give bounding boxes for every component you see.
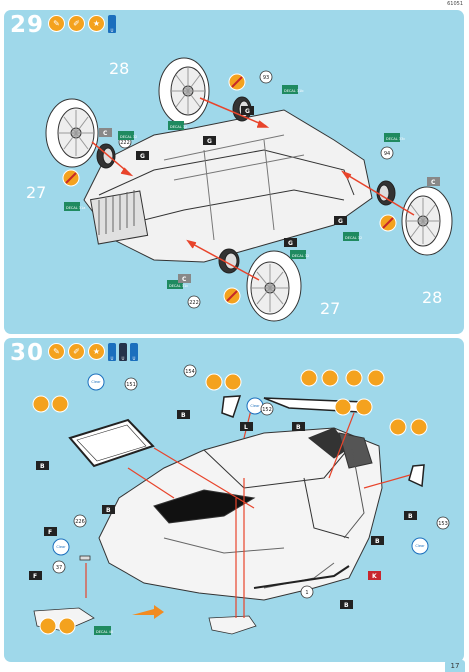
part-222: 222 — [120, 140, 130, 146]
page-number: 17 — [445, 660, 465, 672]
decal: DECAL 32 — [120, 135, 137, 139]
letter-l: L — [244, 424, 248, 431]
decal: DECAL 33c — [386, 137, 405, 141]
assembly-arrows — [91, 97, 415, 281]
paint-code: U — [132, 356, 136, 361]
label-27: 27 — [320, 299, 340, 318]
clear-label: Clear — [56, 545, 66, 549]
letter-g: G — [140, 153, 145, 160]
part-226: 226 — [75, 519, 85, 525]
step-number: 29 — [10, 12, 45, 38]
part-154: 154 — [185, 369, 195, 375]
decal: DECAL 32 — [292, 254, 309, 258]
clear-label: Clear — [250, 404, 260, 408]
part-circle-labels: 93 222 94 222 — [120, 75, 390, 306]
decal: DECAL 31b — [284, 89, 304, 93]
label-27: 27 — [26, 183, 46, 202]
letter-k: K — [372, 573, 377, 580]
letter-tags: B B L B B B B B F F K — [29, 410, 417, 609]
paint-code: U — [110, 356, 114, 361]
letter-f: F — [33, 573, 37, 580]
letter-b: B — [344, 602, 349, 609]
wheel-27-left — [45, 98, 99, 168]
clear-label: Clear — [91, 380, 101, 384]
letter-b: B — [181, 412, 186, 419]
star-icon: ★ — [88, 343, 105, 360]
paint-pot-icon: U — [130, 343, 138, 361]
decal-tags: DECAL 31b DECAL 32 DECAL 32 DECAL 33c DE… — [64, 85, 405, 289]
glue-icon: ✎ — [48, 343, 65, 360]
step-29-icons: ✎ ✐ ★ U — [48, 15, 116, 33]
star-icon: ★ — [88, 15, 105, 32]
letter-f: F — [48, 529, 52, 536]
part-circles — [52, 364, 450, 599]
part-153: 153 — [438, 521, 448, 527]
label-28: 28 — [109, 59, 129, 78]
decal: DECAL 32 — [170, 125, 187, 129]
chassis — [83, 109, 373, 263]
label-28: 28 — [422, 288, 442, 307]
brush-icon: ✐ — [68, 15, 85, 32]
glue-icon: ✎ — [48, 15, 65, 32]
paint-pot-icon: U — [108, 343, 116, 361]
paint-code: U — [121, 356, 125, 361]
letter-c: C — [103, 130, 108, 137]
part-1: 1 — [305, 590, 308, 596]
letter-g: G — [207, 138, 212, 145]
decal: DECAL 32 — [345, 236, 362, 240]
part-151: 151 — [126, 382, 136, 388]
paint-pot-icon: U — [108, 15, 116, 33]
clear-label: Clear — [415, 544, 425, 548]
step-29-panel: 29 ✎ ✐ ★ U — [4, 10, 464, 334]
letter-b: B — [375, 538, 380, 545]
quarter-window-left — [221, 395, 242, 418]
decal: DECAL 31c — [169, 284, 188, 288]
step-29-illustration: 93 222 94 222 28 27 27 28 DECAL 31b DECA… — [26, 57, 453, 322]
car-body — [98, 427, 383, 601]
clear-icons — [52, 373, 429, 556]
assembly-arrows — [85, 397, 411, 618]
letter-g: G — [338, 218, 343, 225]
part-circle-labels: 151 154 152 153 226 37 1 — [56, 369, 448, 596]
wheel-28-top — [158, 57, 210, 125]
letter-c: C — [182, 276, 187, 283]
paint-pot-icon: U — [119, 343, 127, 361]
letter-c: C — [431, 179, 436, 186]
cut-icons — [62, 73, 397, 305]
part-222: 222 — [189, 300, 199, 306]
windshield — [68, 418, 155, 468]
decal-tag — [94, 626, 111, 635]
wheel-28-right — [401, 186, 453, 256]
glue-icons — [32, 369, 428, 635]
step-number: 30 — [10, 340, 45, 366]
part-93: 93 — [263, 75, 269, 81]
step-30-illustration: Clear Clear Clear Clear 151 154 152 153 … — [29, 364, 450, 635]
part-94: 94 — [384, 151, 390, 157]
wheel-27-bottom — [246, 250, 302, 322]
letter-b: B — [296, 424, 301, 431]
decal-40: DECAL 40 — [96, 630, 113, 634]
decal: DECAL 31a — [66, 206, 85, 210]
letter-b: B — [408, 513, 413, 520]
letter-g: G — [245, 108, 250, 115]
brush-icon: ✐ — [68, 343, 85, 360]
letter-tags: G G G G G C C C — [99, 106, 440, 283]
letter-g: G — [288, 240, 293, 247]
part-152: 152 — [262, 407, 272, 413]
orange-arrow — [132, 605, 164, 619]
paint-code: U — [110, 28, 114, 33]
letter-b: B — [106, 507, 111, 514]
part-37: 37 — [56, 565, 62, 571]
step-30-panel: 30 ✎ ✐ ★ U U U — [4, 338, 464, 662]
letter-b: B — [40, 463, 45, 470]
step-30-icons: ✎ ✐ ★ U U U — [48, 343, 138, 361]
big-labels: 28 27 27 28 — [26, 59, 442, 318]
quarter-window-right — [408, 464, 425, 488]
document-code: 61051 — [447, 1, 463, 7]
